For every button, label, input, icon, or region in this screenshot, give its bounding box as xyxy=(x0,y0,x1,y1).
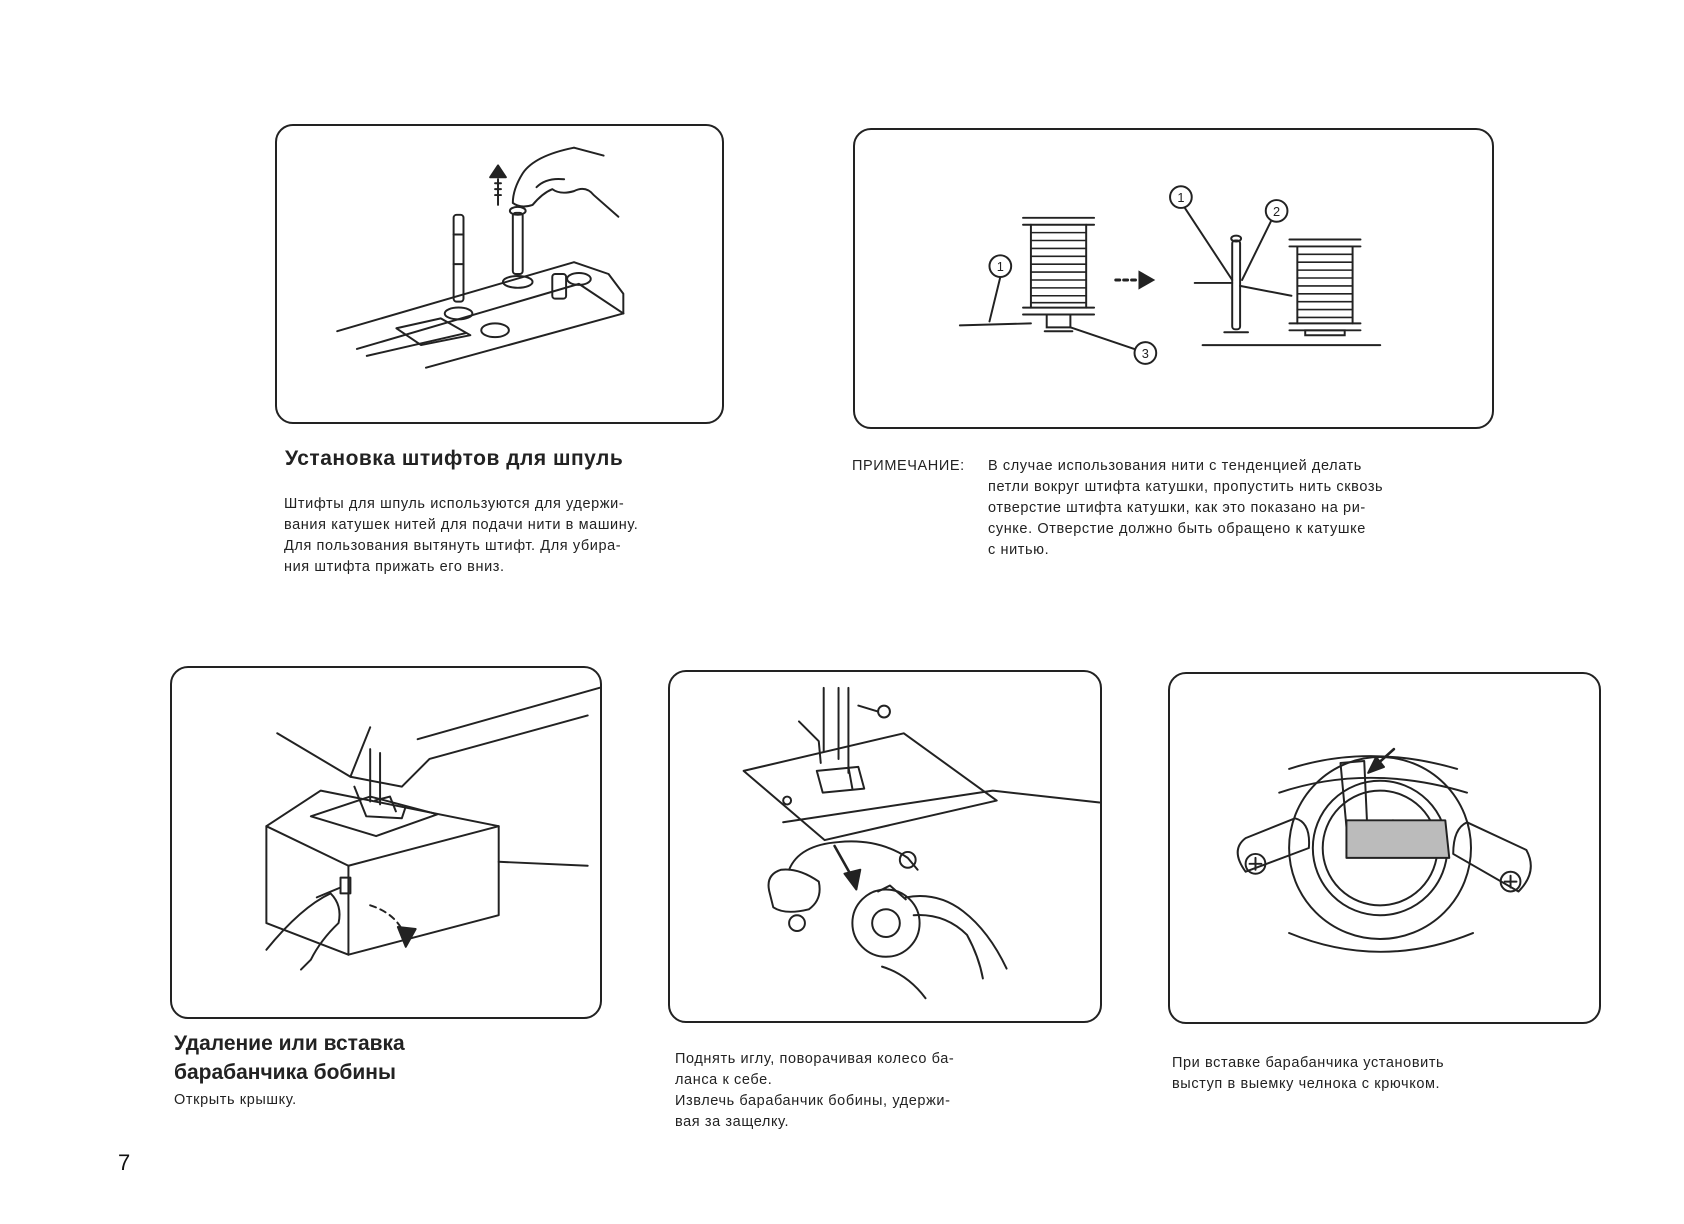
open-cover-instruction: Открыть крышку. xyxy=(174,1090,297,1111)
callout-1: 1 xyxy=(997,259,1004,274)
text-line: Извлечь барабанчик бобины, удержи- xyxy=(675,1093,951,1109)
remove-bobbin-instruction: Поднять иглу, поворачивая колесо ба- лан… xyxy=(675,1049,954,1133)
note-text: В случае использования нити с тенденцией… xyxy=(988,456,1383,561)
text-line: ния штифта прижать его вниз. xyxy=(284,559,505,575)
text-line: При вставке барабанчика установить xyxy=(1172,1055,1445,1071)
illustration-spool-pin xyxy=(275,124,724,424)
text-line: выступ в выемку челнока с крючком. xyxy=(1172,1076,1441,1092)
text-line: с нитью. xyxy=(988,542,1050,558)
text-line: сунке. Отверстие должно быть обращено к … xyxy=(988,521,1366,537)
title-line: Удаление или вставка xyxy=(174,1032,405,1055)
callout-1: 1 xyxy=(1177,190,1184,205)
spool-pins-description: Штифты для шпуль используются для удержи… xyxy=(284,494,638,578)
open-cover-drawing xyxy=(265,686,600,971)
illustration-open-cover xyxy=(170,666,602,1019)
section-title-bobbin-case: Удаление или вставка барабанчика бобины xyxy=(174,1029,405,1087)
text-line: ланса к себе. xyxy=(675,1072,773,1088)
illustration-insert-bobbin-case xyxy=(1168,672,1601,1024)
text-line: Для пользования вытянуть штифт. Для убир… xyxy=(284,538,622,554)
text-line: вания катушек нитей для подачи нити в ма… xyxy=(284,517,639,533)
thread-pin-drawing: 1 3 1 2 xyxy=(958,185,1382,365)
page-number: 7 xyxy=(118,1150,131,1175)
text-line: Поднять иглу, поворачивая колесо ба- xyxy=(675,1051,955,1067)
text-line: отверстие штифта катушки, как это показа… xyxy=(988,500,1366,516)
insert-bobbin-drawing xyxy=(1236,747,1532,953)
callout-2: 2 xyxy=(1273,204,1280,219)
text-line: вая за защелку. xyxy=(675,1114,790,1130)
text-line: Открыть крышку. xyxy=(174,1092,297,1108)
note-label: ПРИМЕЧАНИЕ: xyxy=(852,458,965,474)
title-line: барабанчика бобины xyxy=(174,1061,396,1084)
illustration-thread-through-pin: 1 3 1 2 xyxy=(853,128,1494,429)
remove-bobbin-drawing xyxy=(742,686,1100,1000)
section-title-spool-pins: Установка штифтов для шпуль xyxy=(285,447,624,470)
callout-3: 3 xyxy=(1142,346,1149,361)
text-line: Штифты для шпуль используются для удержи… xyxy=(284,496,625,512)
insert-bobbin-instruction: При вставке барабанчика установить высту… xyxy=(1172,1053,1444,1095)
text-line: В случае использования нити с тенденцией… xyxy=(988,458,1362,474)
spool-pin-drawing xyxy=(336,146,625,369)
text-line: петли вокруг штифта катушки, пропустить … xyxy=(988,479,1384,495)
illustration-remove-bobbin-case xyxy=(668,670,1102,1023)
